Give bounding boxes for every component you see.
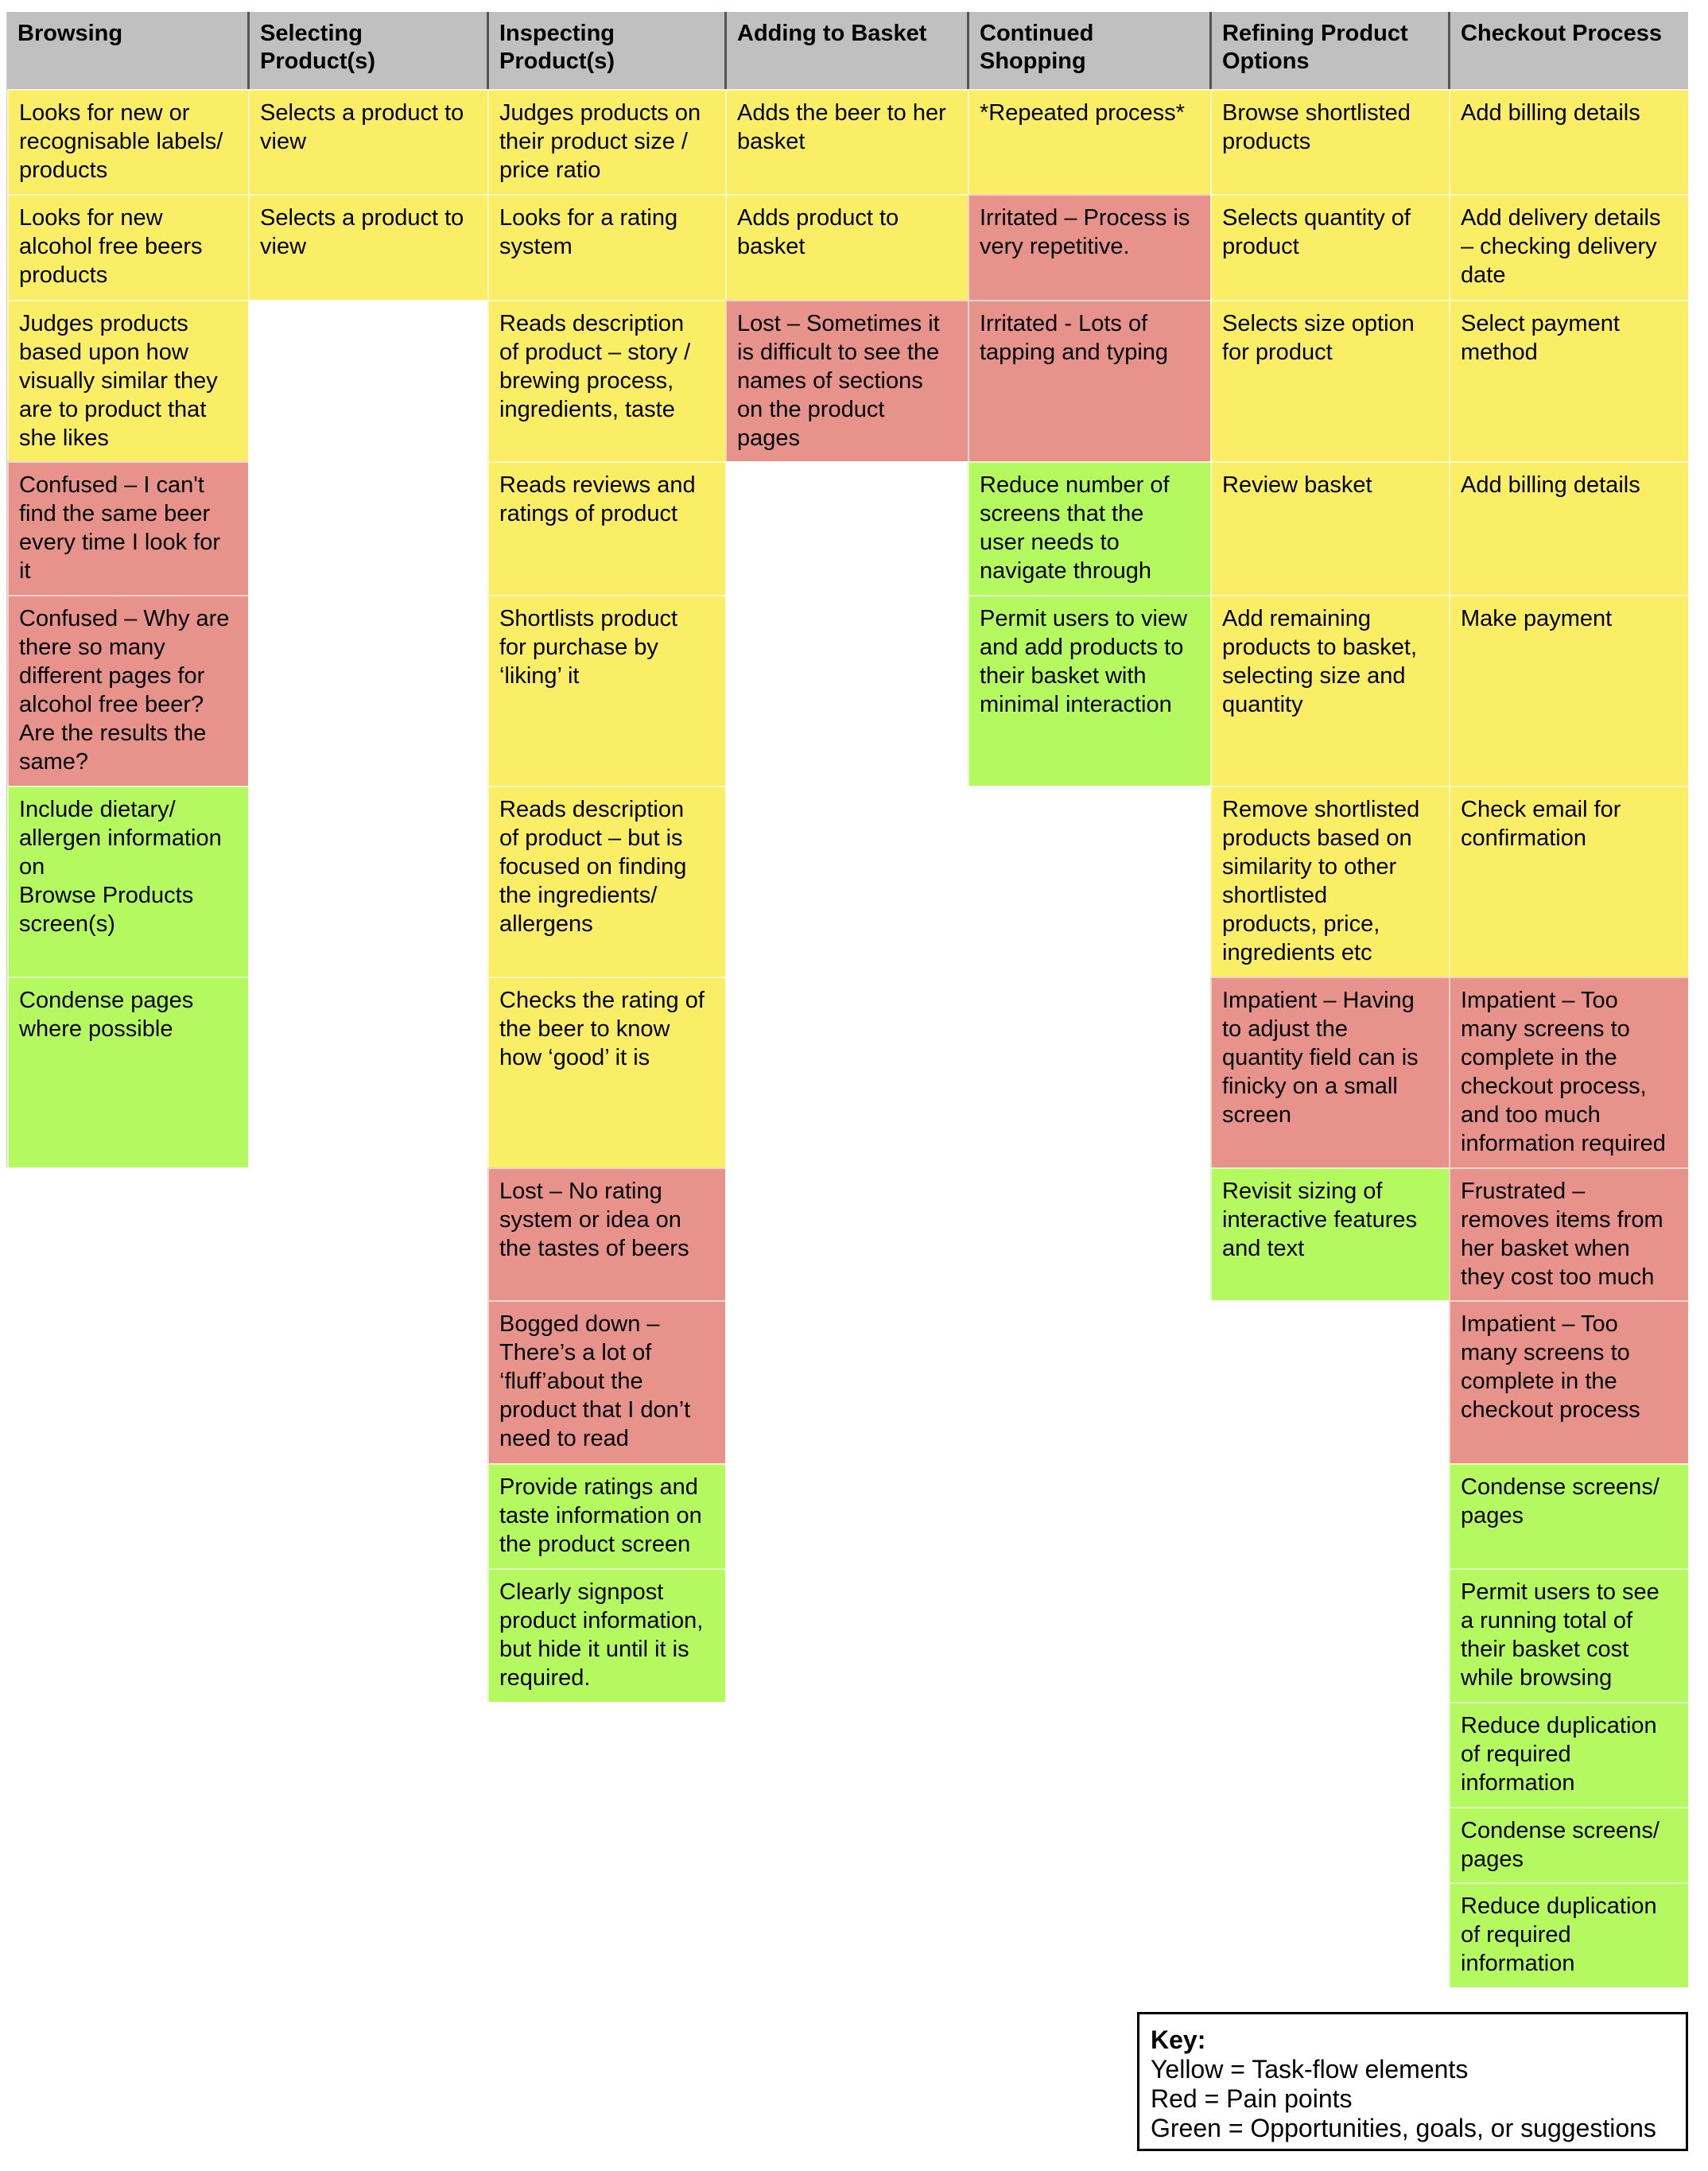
task-flow-card: Add delivery details – checking delivery… bbox=[1449, 194, 1688, 300]
column-header-checkout-process: Checkout Process bbox=[1448, 12, 1688, 89]
pain-point-card: Confused – I can't find the same beer ev… bbox=[7, 461, 248, 595]
legend-title: Key: bbox=[1151, 2025, 1206, 2054]
task-flow-card: Reads description of product – story / b… bbox=[487, 300, 725, 461]
task-flow-card: Add remaining products to basket, select… bbox=[1210, 595, 1449, 786]
pain-point-card: Confused – Why are there so many differe… bbox=[7, 595, 248, 786]
column-header-label: Adding to Basket bbox=[737, 21, 927, 46]
task-flow-card: Add billing details bbox=[1449, 461, 1688, 595]
legend-green: Green = Opportunities, goals, or suggest… bbox=[1151, 2114, 1656, 2142]
task-flow-card: Make payment bbox=[1449, 595, 1688, 786]
task-flow-card: Browse shortlisted products bbox=[1210, 89, 1449, 194]
task-flow-card: Remove shortlisted products based on sim… bbox=[1210, 786, 1449, 977]
task-flow-card: Adds the beer to her basket bbox=[725, 89, 968, 194]
task-flow-card: *Repeated process* bbox=[968, 89, 1210, 194]
pain-point-card: Impatient – Having to adjust the quantit… bbox=[1210, 977, 1449, 1167]
legend-red: Red = Pain points bbox=[1151, 2084, 1353, 2113]
opportunity-card: Permit users to see a running total of t… bbox=[1449, 1568, 1688, 1702]
pain-point-card: Frustrated – removes items from her bask… bbox=[1449, 1167, 1688, 1300]
task-flow-card: Looks for new alcohol free beers product… bbox=[7, 194, 248, 300]
task-flow-card: Selects a product to view bbox=[248, 194, 487, 300]
column-header-browsing: Browsing bbox=[7, 12, 248, 89]
opportunity-card: Revisit sizing of interactive features a… bbox=[1210, 1167, 1449, 1300]
task-flow-card: Judges products on their product size / … bbox=[487, 89, 725, 194]
column-header-label: Browsing bbox=[17, 21, 123, 46]
pain-point-card: Irritated – Process is very repetitive. bbox=[968, 194, 1210, 300]
task-flow-card: Reads description of product – but is fo… bbox=[487, 786, 725, 977]
task-flow-card: Looks for a rating system bbox=[487, 194, 725, 300]
opportunity-card: Provide ratings and taste information on… bbox=[487, 1463, 725, 1568]
legend-yellow: Yellow = Task-flow elements bbox=[1151, 2055, 1469, 2084]
task-flow-card: Add billing details bbox=[1449, 89, 1688, 194]
task-flow-card: Looks for new or recognisable labels/ pr… bbox=[7, 89, 248, 194]
pain-point-card: Lost – No rating system or idea on the t… bbox=[487, 1167, 725, 1300]
column-header-adding-to-basket: Adding to Basket bbox=[724, 12, 968, 89]
legend-key-box: Key: Yellow = Task-flow elements Red = P… bbox=[1137, 2012, 1688, 2151]
pain-point-card: Bogged down – There’s a lot of ‘fluff’ab… bbox=[487, 1300, 725, 1463]
column-header-continued-shopping: Continued Shopping bbox=[967, 12, 1210, 89]
task-flow-card: Adds product to basket bbox=[725, 194, 968, 300]
task-flow-card: Check email for confirmation bbox=[1449, 786, 1688, 977]
opportunity-card: Include dietary/ allergen information on… bbox=[7, 786, 248, 977]
opportunity-card: Reduce duplication of required informati… bbox=[1449, 1702, 1688, 1807]
column-header-label: Selecting Product(s) bbox=[260, 21, 375, 74]
opportunity-card: Permit users to view and add products to… bbox=[968, 595, 1210, 786]
opportunity-card: Reduce number of screens that the user n… bbox=[968, 461, 1210, 595]
pain-point-card: Impatient – Too many screens to complete… bbox=[1449, 977, 1688, 1167]
task-flow-card: Selects a product to view bbox=[248, 89, 487, 194]
task-flow-card: Selects size option for product bbox=[1210, 300, 1449, 461]
column-header-label: Refining Product Options bbox=[1222, 21, 1408, 74]
pain-point-card: Lost – Sometimes it is difficult to see … bbox=[725, 300, 968, 461]
column-header-inspecting-products: Inspecting Product(s) bbox=[487, 12, 725, 89]
column-header-label: Continued Shopping bbox=[980, 21, 1094, 74]
task-flow-card: Shortlists product for purchase by ‘liki… bbox=[487, 595, 725, 786]
pain-point-card: Impatient – Too many screens to complete… bbox=[1449, 1300, 1688, 1463]
column-header-label: Inspecting Product(s) bbox=[499, 21, 615, 74]
opportunity-card: Condense pages where possible bbox=[7, 977, 248, 1167]
opportunity-card: Reduce duplication of required informati… bbox=[1449, 1882, 1688, 1987]
pain-point-card: Irritated - Lots of tapping and typing bbox=[968, 300, 1210, 461]
column-header-label: Checkout Process bbox=[1461, 21, 1663, 46]
task-flow-card: Judges products based upon how visually … bbox=[7, 300, 248, 461]
column-header-selecting-products: Selecting Product(s) bbox=[247, 12, 487, 89]
opportunity-card: Clearly signpost product information, bu… bbox=[487, 1568, 725, 1702]
task-flow-card: Review basket bbox=[1210, 461, 1449, 595]
task-flow-card: Checks the rating of the beer to know ho… bbox=[487, 977, 725, 1167]
column-header-refining-product-options: Refining Product Options bbox=[1209, 12, 1449, 89]
task-flow-card: Selects quantity of product bbox=[1210, 194, 1449, 300]
task-flow-card: Reads reviews and ratings of product bbox=[487, 461, 725, 595]
opportunity-card: Condense screens/ pages bbox=[1449, 1807, 1688, 1882]
task-flow-card: Select payment method bbox=[1449, 300, 1688, 461]
opportunity-card: Condense screens/ pages bbox=[1449, 1463, 1688, 1568]
